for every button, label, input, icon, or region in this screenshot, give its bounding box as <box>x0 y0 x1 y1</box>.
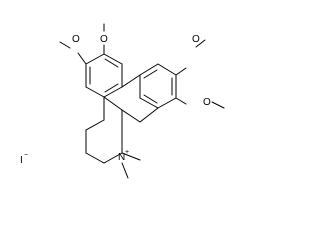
atom-nitrogen: N <box>118 152 125 163</box>
atom-o-top: O <box>100 34 108 45</box>
methoxy-left-bonds <box>59 41 87 65</box>
iodide-charge: − <box>24 152 28 159</box>
methoxy-right-top-bonds <box>175 39 206 76</box>
atom-o-left: O <box>72 34 80 45</box>
ring-c-bonds <box>103 74 159 123</box>
methoxy-right-bonds <box>175 97 225 109</box>
atom-o-right-top: O <box>192 34 200 45</box>
ring-b-bonds <box>85 96 123 164</box>
nitrogen-charge: + <box>125 149 129 156</box>
ring-d-bonds <box>139 63 177 109</box>
molecular-structure: O O O O N + I − <box>20 23 225 179</box>
ring-a-bonds <box>85 53 123 98</box>
iodide-ion: I <box>20 155 23 166</box>
atom-o-right: O <box>203 97 211 108</box>
n-methyl-bonds <box>121 152 141 179</box>
